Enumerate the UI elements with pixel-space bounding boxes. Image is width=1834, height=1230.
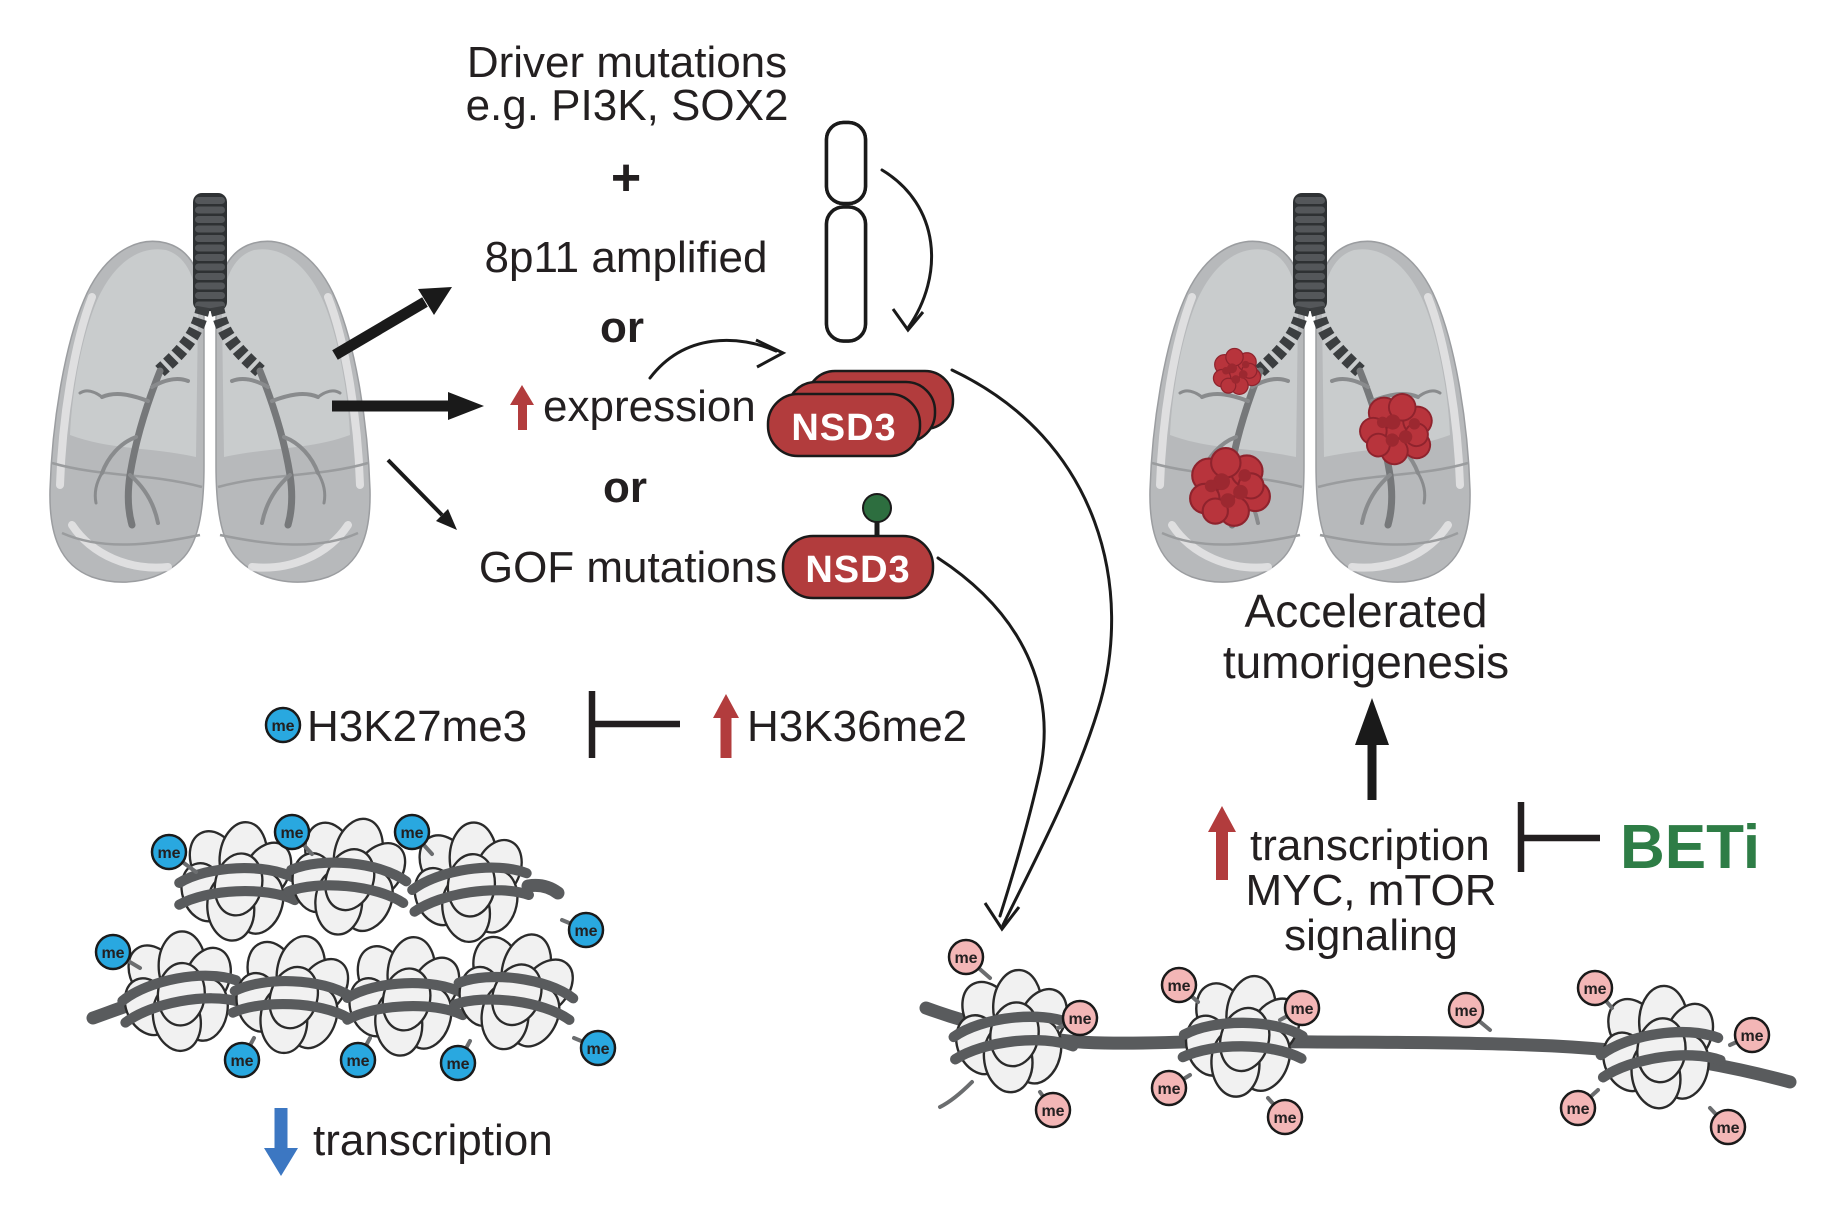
h3k36me2-label: H3K36me2 bbox=[747, 702, 967, 751]
inhibition-bar-beti-transcription bbox=[1517, 802, 1600, 872]
methyl-mark-icon: me bbox=[1447, 991, 1492, 1032]
methyl-mark-icon: me bbox=[947, 938, 992, 980]
svg-text:me: me bbox=[157, 845, 180, 862]
methyl-mark-icon: me bbox=[572, 1029, 617, 1067]
nsd3-mutant-label: NSD3 bbox=[805, 549, 910, 591]
nsd3-label: NSD3 bbox=[791, 407, 896, 449]
svg-text:me: me bbox=[1068, 1011, 1091, 1028]
svg-text:me: me bbox=[1041, 1103, 1064, 1120]
tumor-lungs-illustration bbox=[1150, 193, 1470, 582]
svg-text:me: me bbox=[446, 1056, 469, 1073]
methyl-mark-icon: me bbox=[1278, 989, 1321, 1027]
methyl-mark-icon: me bbox=[1056, 999, 1099, 1037]
nucleosome-icon bbox=[225, 927, 362, 1061]
gof-mutation-site-icon bbox=[862, 493, 892, 523]
transcription-down-arrow-icon bbox=[264, 1108, 298, 1176]
svg-text:me: me bbox=[1157, 1081, 1180, 1098]
signaling-label: signaling bbox=[1284, 911, 1458, 960]
or-label-2: or bbox=[603, 463, 647, 512]
methyl-mark-icon: me bbox=[1576, 969, 1614, 1010]
methyl-mark-icon: me bbox=[1034, 1090, 1072, 1129]
arrow-lungs-to-expression bbox=[332, 392, 484, 420]
plus-sign: + bbox=[611, 149, 641, 207]
methyl-mark-icon: me bbox=[1160, 966, 1200, 1004]
arrow-expression-to-nsd3 bbox=[648, 338, 787, 380]
svg-text:me: me bbox=[400, 825, 423, 842]
svg-text:me: me bbox=[1273, 1110, 1296, 1127]
methyl-mark-icon: me bbox=[150, 833, 198, 874]
methyl-mark-icon: me bbox=[560, 911, 605, 949]
methyl-mark-icon: me bbox=[1559, 1088, 1600, 1127]
svg-text:me: me bbox=[1566, 1101, 1589, 1118]
driver-mutations-label-line2: e.g. PI3K, SOX2 bbox=[466, 81, 789, 130]
methyl-mark-icon: me bbox=[1150, 1069, 1192, 1107]
transcription-up-label: transcription bbox=[1250, 821, 1490, 870]
h3k36me2-up-arrow-icon bbox=[713, 694, 739, 758]
expression-label: expression bbox=[543, 382, 756, 431]
svg-text:me: me bbox=[1716, 1120, 1739, 1137]
methyl-mark-icon: me bbox=[1728, 1016, 1771, 1054]
expression-up-arrow-icon bbox=[510, 385, 534, 430]
svg-text:me: me bbox=[1740, 1028, 1763, 1045]
condensed-chromatin-illustration: me me me me me me me me me bbox=[86, 806, 617, 1082]
nucleosome-icon bbox=[944, 963, 1083, 1098]
or-label-1: or bbox=[600, 303, 644, 352]
transcription-down-label: transcription bbox=[313, 1116, 553, 1165]
chromosome-8-ideogram-icon bbox=[824, 120, 868, 343]
myc-mtor-label: MYC, mTOR bbox=[1246, 866, 1497, 915]
gof-mutations-label: GOF mutations bbox=[479, 543, 777, 592]
normal-lungs-illustration bbox=[50, 193, 370, 582]
arrow-lungs-to-driver-mutations bbox=[332, 287, 452, 360]
arrow-transcription-to-tumorigenesis bbox=[1355, 698, 1389, 800]
svg-text:me: me bbox=[346, 1053, 369, 1070]
svg-text:me: me bbox=[1290, 1001, 1313, 1018]
accelerated-tumorigenesis-label-line2: tumorigenesis bbox=[1223, 636, 1509, 688]
inhibition-bar-h3k36me2-h3k27me3 bbox=[588, 691, 680, 758]
h3k27me3-label: H3K27me3 bbox=[307, 702, 527, 751]
svg-text:me: me bbox=[1454, 1003, 1477, 1020]
svg-text:me: me bbox=[574, 923, 597, 940]
methyl-mark-icon: me bbox=[1266, 1096, 1304, 1136]
arrow-lungs-to-gof-mutations bbox=[386, 458, 457, 530]
transcription-up-arrow-icon bbox=[1208, 806, 1236, 880]
open-chromatin-illustration: me me me me me me me me me me me me bbox=[919, 938, 1797, 1146]
methyl-mark-icon: me bbox=[94, 933, 142, 971]
svg-text:me: me bbox=[954, 950, 977, 967]
arrow-nsd3-to-open-chromatin bbox=[936, 368, 1114, 932]
arrow-chromosome-to-nsd3 bbox=[880, 168, 934, 333]
nsd3-mutant-pill: NSD3 bbox=[781, 493, 935, 600]
svg-text:me: me bbox=[1167, 978, 1190, 995]
methyl-mark-icon: me bbox=[439, 1039, 477, 1082]
svg-text:me: me bbox=[230, 1053, 253, 1070]
svg-text:me: me bbox=[101, 945, 124, 962]
methyl-mark-icon: me bbox=[339, 1036, 377, 1079]
svg-text:me: me bbox=[271, 718, 294, 735]
amplified-8p11-label: 8p11 amplified bbox=[485, 233, 768, 282]
beti-label: BETi bbox=[1620, 813, 1760, 882]
methyl-mark-icon: me bbox=[393, 813, 434, 856]
driver-mutations-label-line1: Driver mutations bbox=[467, 38, 787, 87]
methyl-mark-icon: me bbox=[1708, 1106, 1747, 1146]
svg-text:me: me bbox=[280, 825, 303, 842]
svg-text:me: me bbox=[586, 1041, 609, 1058]
methyl-mark-icon: me bbox=[273, 813, 314, 856]
h3k27me3-me-icon: me bbox=[264, 706, 302, 744]
nsd3-protein-stack: NSD3 bbox=[766, 369, 955, 458]
methyl-mark-icon: me bbox=[223, 1036, 261, 1079]
accelerated-tumorigenesis-label-line1: Accelerated bbox=[1245, 585, 1488, 637]
nucleosome-icon bbox=[342, 934, 469, 1057]
svg-text:me: me bbox=[1583, 981, 1606, 998]
